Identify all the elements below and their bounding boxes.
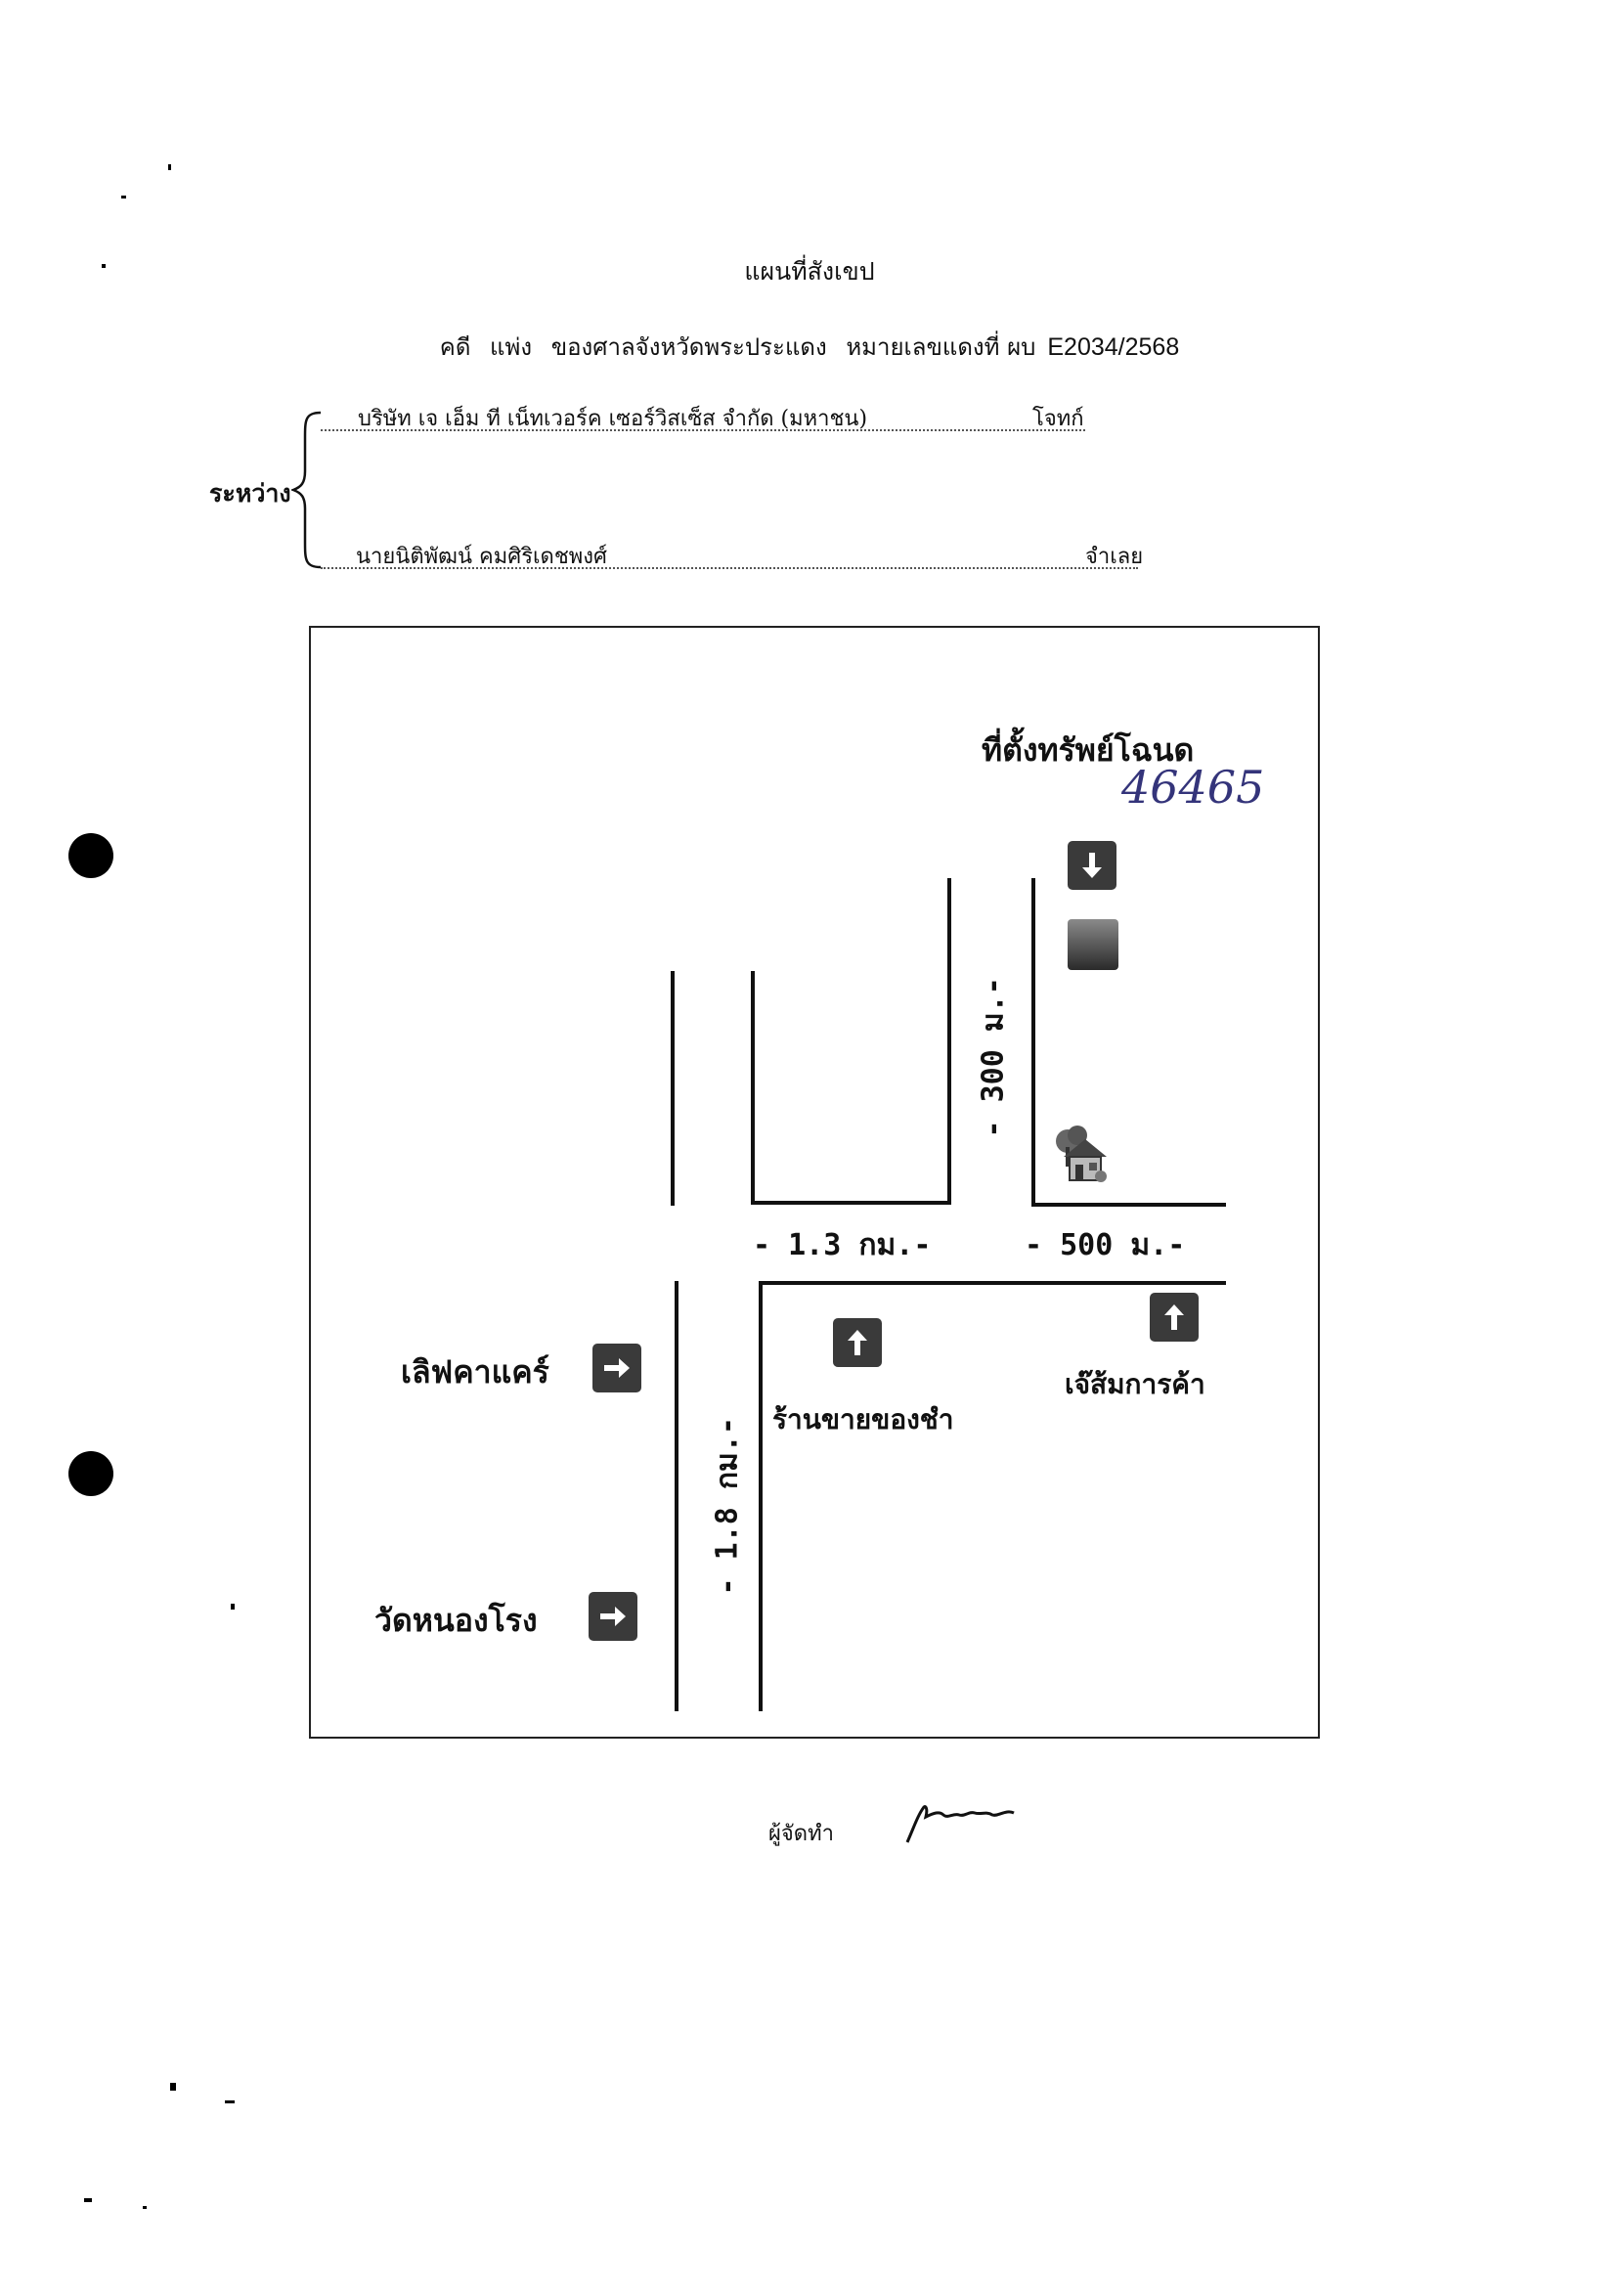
- deed-number-handwritten: 46465: [1121, 761, 1265, 814]
- plaintiff-name: บริษัท เจ เอ็ม ที เน็ทเวอร์ค เซอร์วิสเซ็…: [358, 407, 868, 431]
- distance-300m-label: - 300 ม.-: [976, 977, 1011, 1138]
- arrow-up-icon: [1150, 1293, 1199, 1342]
- arrow-right-icon: [589, 1592, 637, 1641]
- red-number-label: หมายเลขแดงที่ ผบ: [846, 333, 1036, 361]
- arrow-up-icon: [833, 1318, 882, 1367]
- gray-square-icon: [1068, 919, 1118, 970]
- scan-speck: [170, 2083, 176, 2091]
- case-line: คดี แพ่ง ของศาลจังหวัดพระประแดง หมายเลขแ…: [0, 328, 1619, 366]
- distance-1-8km-label: - 1.8 กม.-: [710, 1417, 745, 1596]
- plaintiff-dotted-line: [321, 427, 1085, 431]
- prepared-by-label: ผู้จัดทำ: [768, 1822, 834, 1846]
- signature-icon: [905, 1805, 1015, 1843]
- landmark-lifecare: เลิฟคาแคร์: [401, 1353, 549, 1391]
- case-type: คดี: [439, 333, 471, 361]
- defendant-role: จำเลย: [1085, 545, 1144, 569]
- between-label: ระหว่าง: [209, 479, 291, 508]
- defendant-dotted-line: [321, 565, 1138, 569]
- case-kind: แพ่ง: [490, 333, 533, 361]
- scan-speck: [231, 1604, 235, 1610]
- plaintiff-role: โจทก์: [1032, 407, 1084, 431]
- distance-500m-label: - 500 ม.-: [1025, 1228, 1186, 1262]
- scan-speck: [84, 2198, 92, 2202]
- scan-speck: [121, 196, 126, 199]
- landmark-jesom-shop: เจ๊ส้มการค้า: [1065, 1368, 1205, 1400]
- scan-speck: [168, 164, 171, 170]
- landmark-wat-nong-rong: วัดหนองโรง: [374, 1602, 538, 1639]
- punch-hole: [68, 833, 113, 878]
- page-title: แผนที่สังเขป: [744, 257, 875, 286]
- scan-speck: [102, 264, 106, 268]
- scan-speck: [143, 2206, 147, 2209]
- defendant-name: นายนิติพัฒน์ คมศิริเดชพงศ์: [356, 545, 607, 569]
- property-location-label: ที่ตั้งทรัพย์โฉนด: [982, 731, 1195, 769]
- brace-icon: [291, 411, 322, 569]
- court-name: ของศาลจังหวัดพระประแดง: [550, 333, 827, 361]
- arrow-right-icon: [592, 1344, 641, 1392]
- distance-1-3km-label: - 1.3 กม.-: [753, 1228, 932, 1262]
- house-icon: [1050, 1122, 1115, 1190]
- arrow-down-icon: [1068, 841, 1116, 890]
- punch-hole: [68, 1451, 113, 1496]
- map-frame: [309, 626, 1320, 1739]
- scan-speck: [225, 2100, 235, 2103]
- red-number: E2034/2568: [1047, 333, 1180, 361]
- landmark-grocery-store: ร้านขายของชำ: [772, 1403, 954, 1435]
